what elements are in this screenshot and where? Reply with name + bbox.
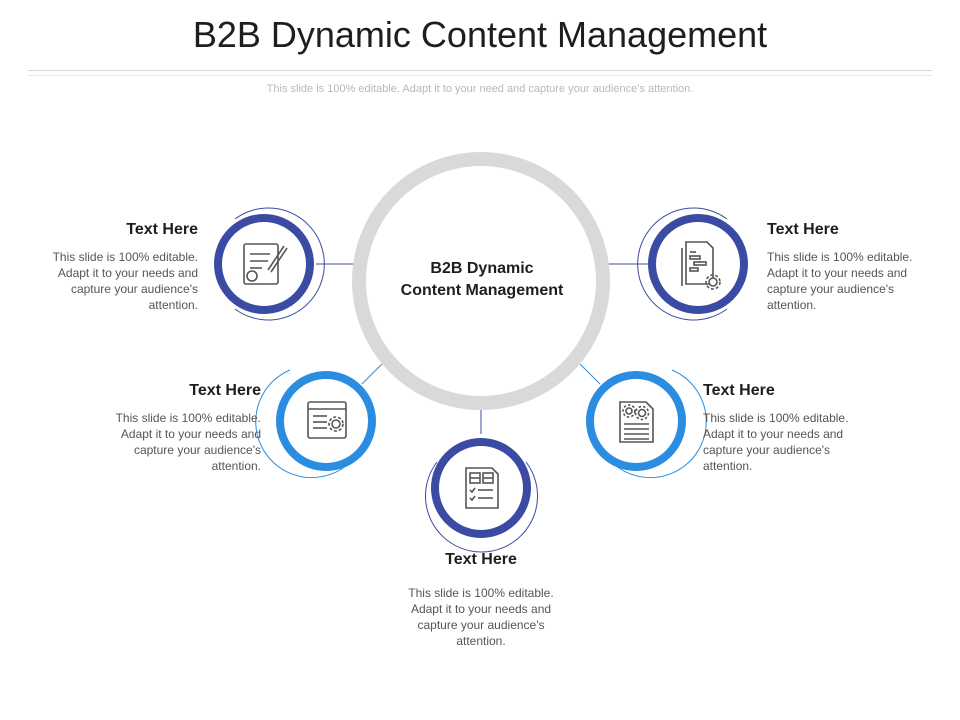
text-block-1: Text Here This slide is 100% editable. A… [38,221,198,313]
text-block-3: Text Here This slide is 100% editable. A… [407,551,555,649]
text-block-body: This slide is 100% editable. Adapt it to… [52,250,198,312]
node-2 [255,369,376,479]
hub-label-line-2: Content Management [400,282,564,299]
connector-line-2 [361,363,383,385]
document-chart-gear-icon [681,241,721,290]
hub-label: B2B Dynamic Content Management [372,258,592,302]
node-5-ring [648,214,748,314]
contract-pen-icon [243,243,288,285]
text-block-body: This slide is 100% editable. Adapt it to… [115,411,261,473]
node-3 [425,438,538,553]
node-3-ring [431,438,531,538]
node-5-outer-arc [637,207,728,321]
node-4 [586,369,707,479]
node-2-ring [276,371,376,471]
text-block-body: This slide is 100% editable. Adapt it to… [408,586,554,648]
node-5 [637,207,748,321]
title-divider [28,70,932,76]
node-3-outer-arc [425,461,538,553]
document-gears-icon [619,401,654,443]
text-block-heading: Text Here [703,382,775,399]
checklist-document-icon [465,467,499,509]
hub-label-line-1: B2B Dynamic [430,260,534,277]
node-1-ring [214,214,314,314]
node-1 [214,207,325,321]
text-block-heading: Text Here [126,221,198,238]
node-1-outer-arc [234,207,325,321]
slide-title: B2B Dynamic Content Management [192,14,768,55]
text-block-2: Text Here This slide is 100% editable. A… [101,382,261,474]
browser-gear-icon [307,401,347,439]
text-block-body: This slide is 100% editable. Adapt it to… [767,250,913,312]
text-block-body: This slide is 100% editable. Adapt it to… [703,411,849,473]
node-4-ring [586,371,686,471]
text-block-4: Text Here This slide is 100% editable. A… [703,382,863,474]
text-block-heading: Text Here [445,551,517,568]
hub-ring [352,152,610,410]
text-block-5: Text Here This slide is 100% editable. A… [767,221,927,313]
connector-line-4 [579,363,601,385]
text-block-heading: Text Here [189,382,261,399]
slide-subtitle: This slide is 100% editable. Adapt it to… [266,83,694,95]
text-block-heading: Text Here [767,221,839,238]
